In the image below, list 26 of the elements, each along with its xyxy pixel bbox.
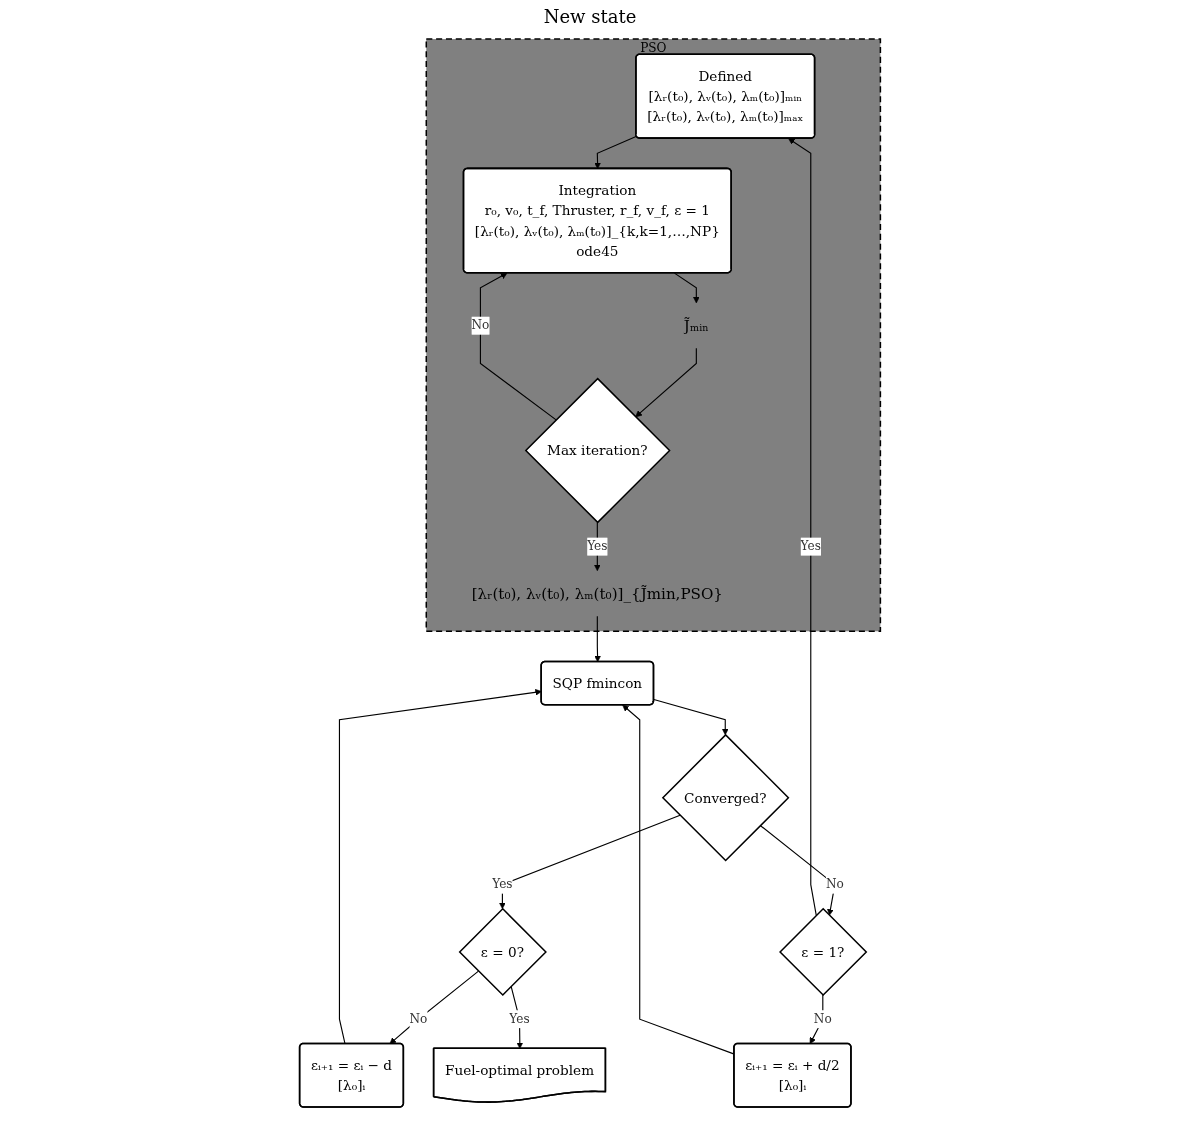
arrow <box>635 347 697 418</box>
edge-label: Yes <box>587 539 608 554</box>
arrow <box>479 272 557 421</box>
node-diamond: ε = 0? <box>458 907 547 997</box>
arrow <box>338 689 542 1045</box>
arrow <box>594 521 601 572</box>
node-text: [λᵣ(t₀), λᵥ(t₀), λₘ(t₀)]_{J̃min,PSO} <box>471 584 723 603</box>
node-diamond: Max iteration? <box>524 377 671 524</box>
arrow <box>594 135 638 170</box>
arrow <box>673 272 700 304</box>
arrow <box>653 699 729 736</box>
arrow <box>594 615 601 663</box>
arrow <box>389 970 480 1045</box>
arrow <box>788 138 817 916</box>
edge-label: Yes <box>509 1011 530 1027</box>
edge-label: Yes <box>492 877 513 892</box>
edge-label: No <box>813 1011 832 1027</box>
arrow <box>759 824 836 916</box>
arrow <box>499 814 681 910</box>
edge-label: No <box>409 1011 428 1027</box>
node-diamond: Converged? <box>661 733 790 862</box>
edge-label: No <box>825 877 844 892</box>
note-text: New state <box>543 6 637 27</box>
edge-label: No <box>471 318 490 333</box>
node-diamond: ε = 1? <box>779 907 868 997</box>
edge-label: Yes <box>800 539 821 554</box>
